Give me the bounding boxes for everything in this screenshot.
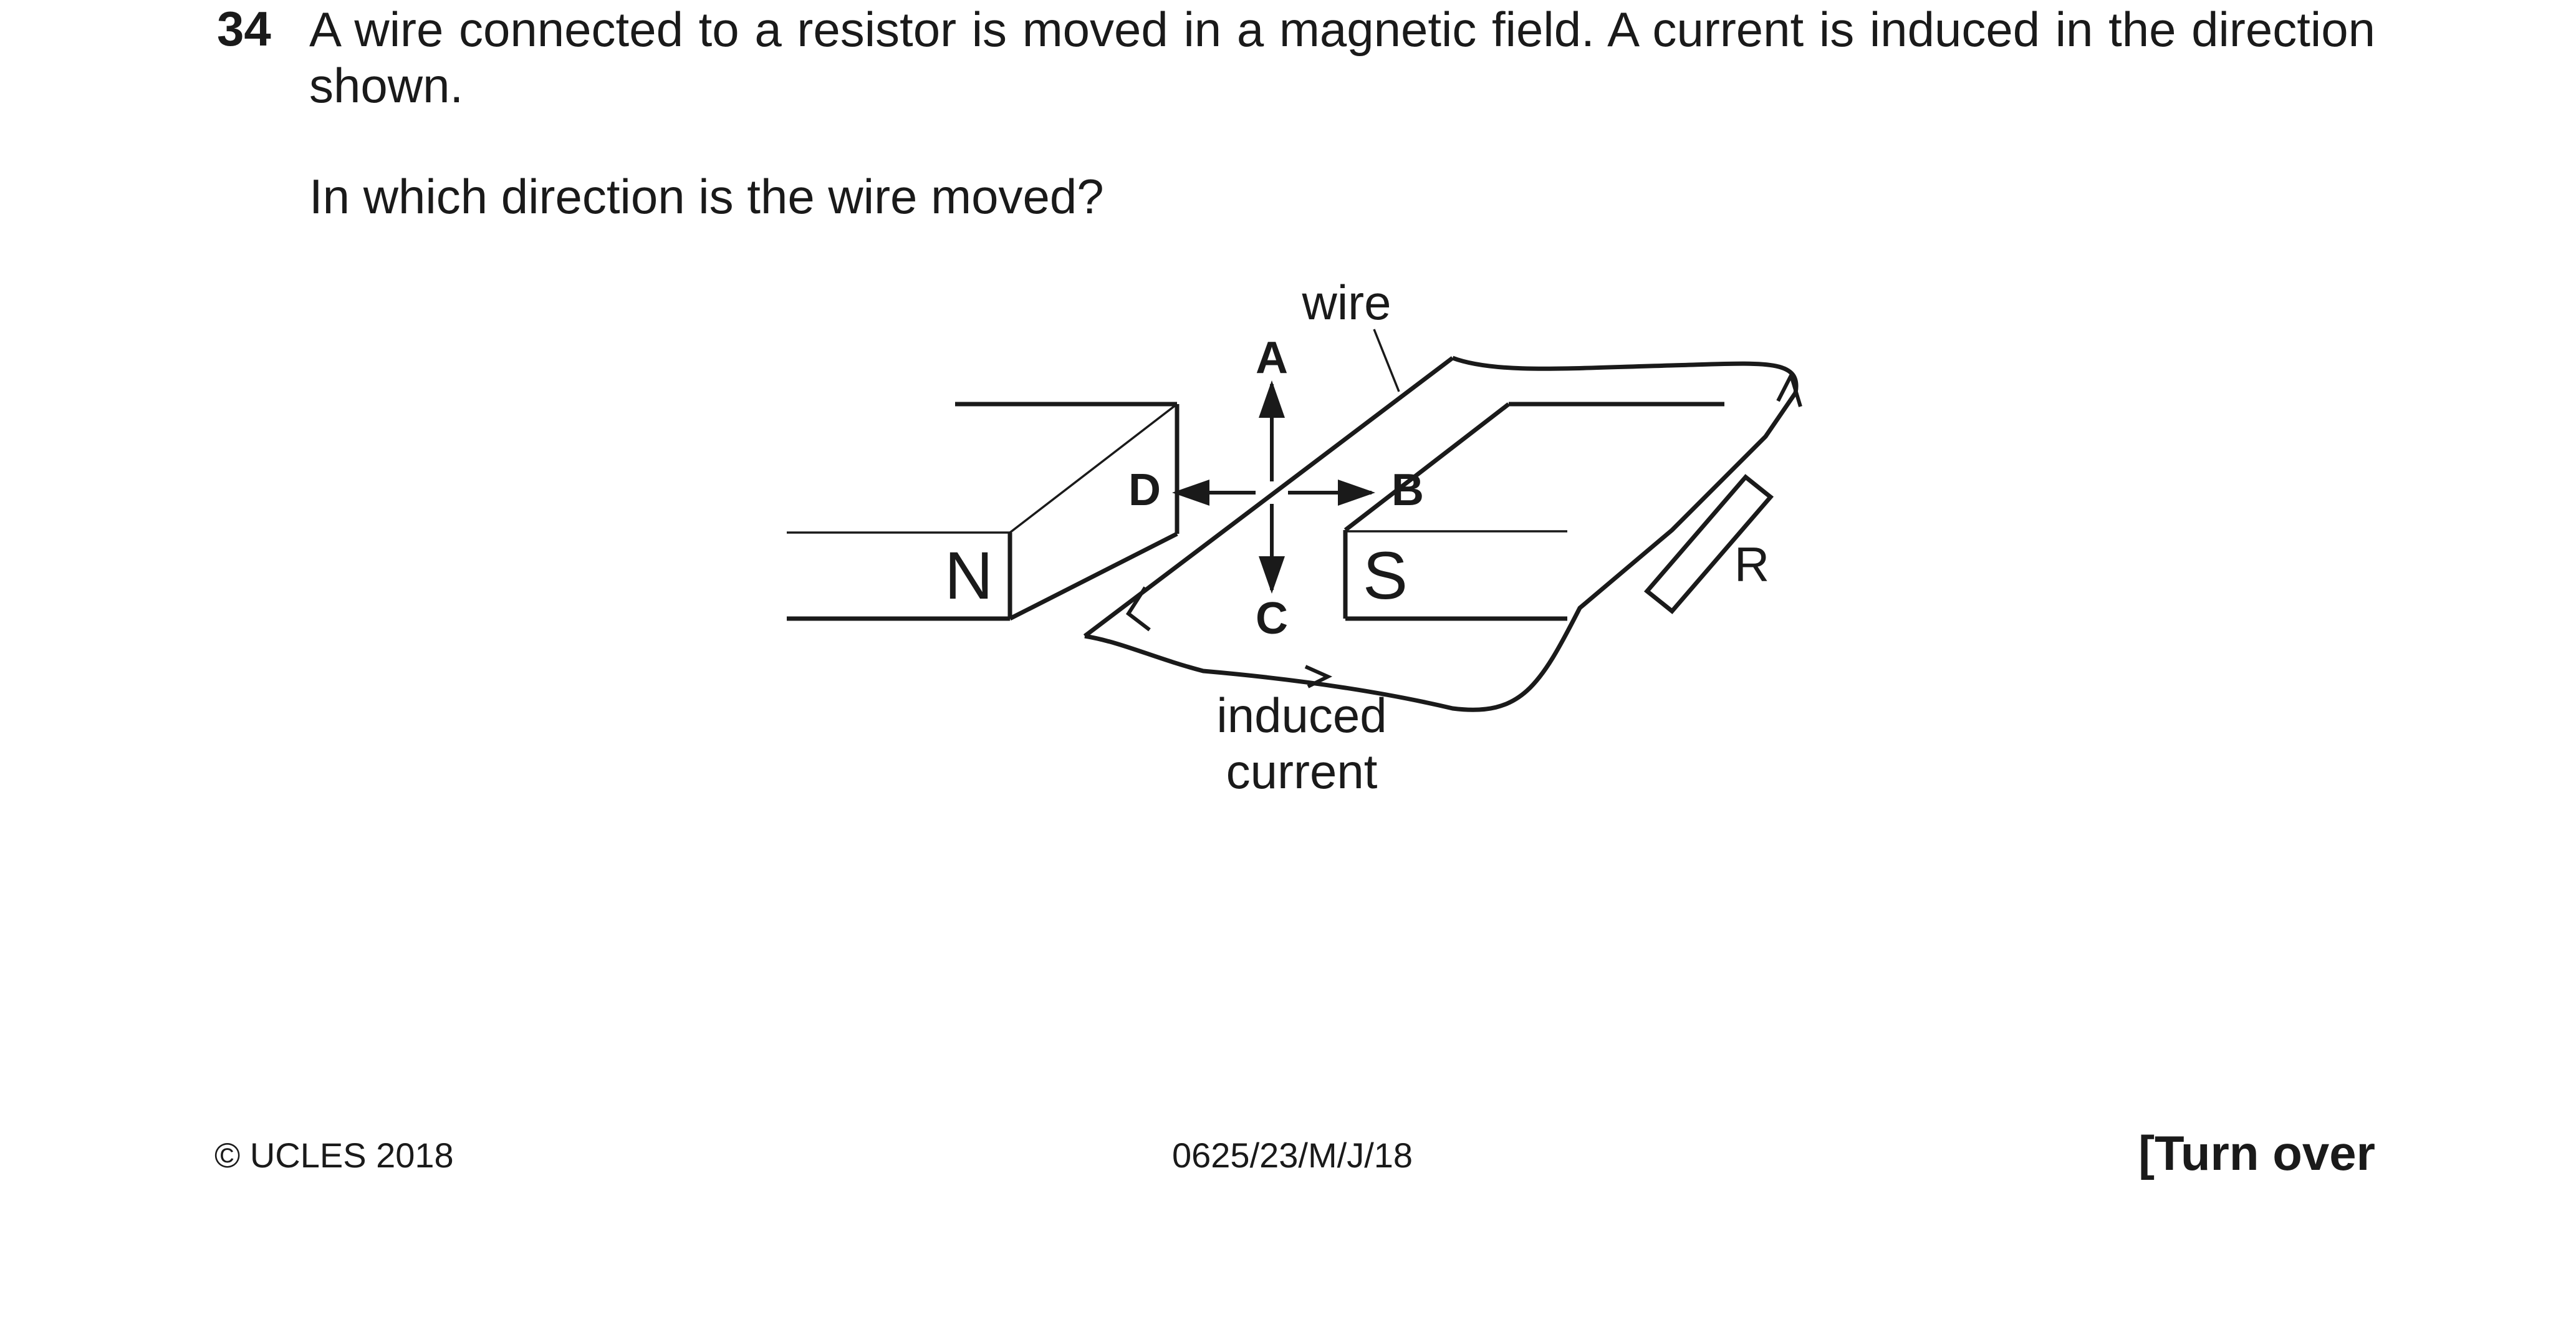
direction-label-a: A bbox=[1256, 333, 1288, 383]
direction-label-c: C bbox=[1256, 594, 1288, 644]
resistor bbox=[1643, 474, 1774, 614]
north-magnet bbox=[787, 402, 1180, 621]
wire-label: wire bbox=[1301, 275, 1391, 330]
paper-code: 0625/23/M/J/18 bbox=[1172, 1136, 1413, 1175]
circuit-loop bbox=[1084, 355, 1799, 712]
current-arrow-upper-right bbox=[1776, 370, 1802, 407]
south-pole-label: S bbox=[1363, 538, 1408, 613]
question-prompt: In which direction is the wire moved? bbox=[309, 169, 1104, 224]
direction-label-d: D bbox=[1128, 465, 1161, 515]
question-stem: A wire connected to a resistor is moved … bbox=[309, 2, 2375, 113]
current-label-line1: induced bbox=[1216, 688, 1387, 743]
resistor-label: R bbox=[1734, 537, 1769, 592]
turn-over-notice: [Turn over bbox=[2138, 1126, 2375, 1180]
current-arrow-lower bbox=[1304, 665, 1333, 688]
south-magnet bbox=[1343, 402, 1724, 621]
wire bbox=[1083, 356, 1454, 638]
direction-arrows bbox=[1172, 380, 1375, 594]
current-arrow-left-end bbox=[1125, 586, 1151, 632]
current-label-line2: current bbox=[1226, 744, 1378, 799]
direction-label-b: B bbox=[1391, 465, 1424, 515]
north-pole-label: N bbox=[944, 538, 993, 613]
wire-label-pointer bbox=[1373, 329, 1400, 392]
question-number: 34 bbox=[217, 1, 271, 56]
copyright-notice: © UCLES 2018 bbox=[214, 1136, 454, 1175]
